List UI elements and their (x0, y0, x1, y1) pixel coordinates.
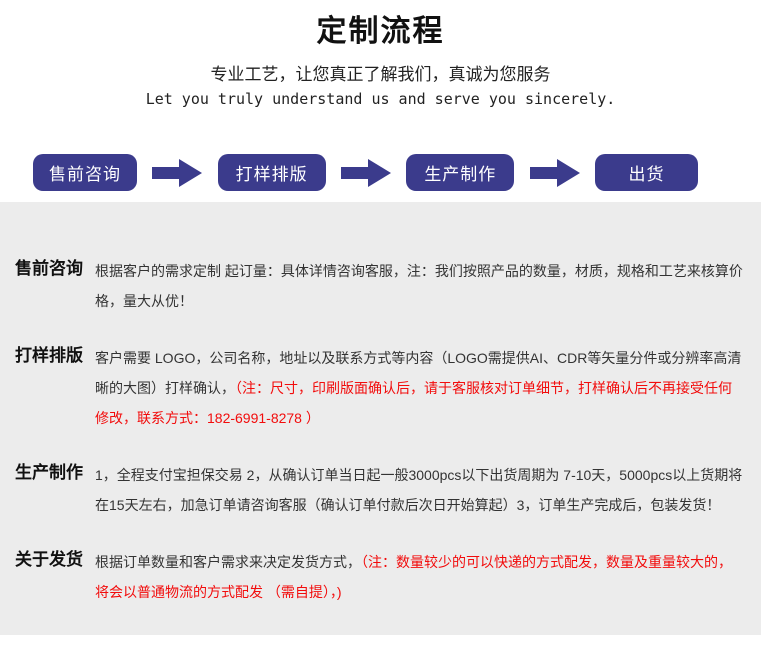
section-text-segment: 1，全程支付宝担保交易 2，从确认订单当日起一般3000pcs以下出货周期为 7… (95, 467, 743, 513)
step-presale-consult[interactable]: 售前咨询 (33, 154, 137, 191)
section-production: 生产制作 1，全程支付宝担保交易 2，从确认订单当日起一般3000pcs以下出货… (15, 458, 745, 520)
page-subtitle: 专业工艺，让您真正了解我们，真诚为您服务 (210, 65, 551, 84)
section-text-segment: 根据订单数量和客户需求来决定发货方式， (95, 554, 361, 570)
detail-panel: 售前咨询 根据客户的需求定制 起订量：具体详情咨询客服，注：我们按照产品的数量，… (0, 202, 761, 635)
section-text: 1，全程支付宝担保交易 2，从确认订单当日起一般3000pcs以下出货周期为 7… (95, 458, 745, 520)
section-shipping: 关于发货 根据订单数量和客户需求来决定发货方式，（注：数量较少的可以快递的方式配… (15, 545, 745, 607)
section-text-segment: 客户需要 LOGO，公司名称，地址以及联系方式等内容（LOGO需提供AI、CDR… (95, 350, 742, 396)
arrow-right-icon (152, 158, 203, 188)
section-proof-layout: 打样排版 客户需要 LOGO，公司名称，地址以及联系方式等内容（LOGO需提供A… (15, 341, 745, 433)
section-text-segment: 根据客户的需求定制 起订量：具体详情咨询客服，注：我们按照产品的数量，材质，规格… (95, 263, 743, 309)
section-text: 根据客户的需求定制 起订量：具体详情咨询客服，注：我们按照产品的数量，材质，规格… (95, 254, 745, 316)
section-text: 客户需要 LOGO，公司名称，地址以及联系方式等内容（LOGO需提供AI、CDR… (95, 341, 745, 433)
section-label: 打样排版 (15, 346, 83, 365)
section-text-segment: （注：尺寸，印刷版面确认后，请于客服核对订单细节，打样确认后不再接受任何修改，联… (95, 380, 732, 426)
step-proof-layout[interactable]: 打样排版 (217, 154, 326, 191)
section-label: 生产制作 (15, 463, 83, 482)
step-production[interactable]: 生产制作 (406, 154, 515, 191)
section-text-segment: （注：数量较少的可以快递的方式配发，数量及重量较大的，将会以普通物流的方式配发 … (95, 554, 732, 600)
section-presale-consult: 售前咨询 根据客户的需求定制 起订量：具体详情咨询客服，注：我们按照产品的数量，… (15, 254, 745, 316)
page-title: 定制流程 (316, 15, 445, 48)
section-label: 关于发货 (15, 550, 83, 569)
section-label: 售前咨询 (15, 259, 83, 278)
arrow-right-icon (529, 158, 580, 188)
page-subtitle-english: Let you truly understand us and serve yo… (145, 90, 616, 108)
section-text: 根据订单数量和客户需求来决定发货方式，（注：数量较少的可以快递的方式配发，数量及… (95, 545, 745, 607)
step-shipment[interactable]: 出货 (594, 154, 698, 191)
process-flow: 售前咨询 打样排版 生产制作 出货 (33, 154, 698, 191)
arrow-right-icon (340, 158, 391, 188)
header: 定制流程 专业工艺，让您真正了解我们，真诚为您服务 Let you truly … (0, 0, 761, 109)
